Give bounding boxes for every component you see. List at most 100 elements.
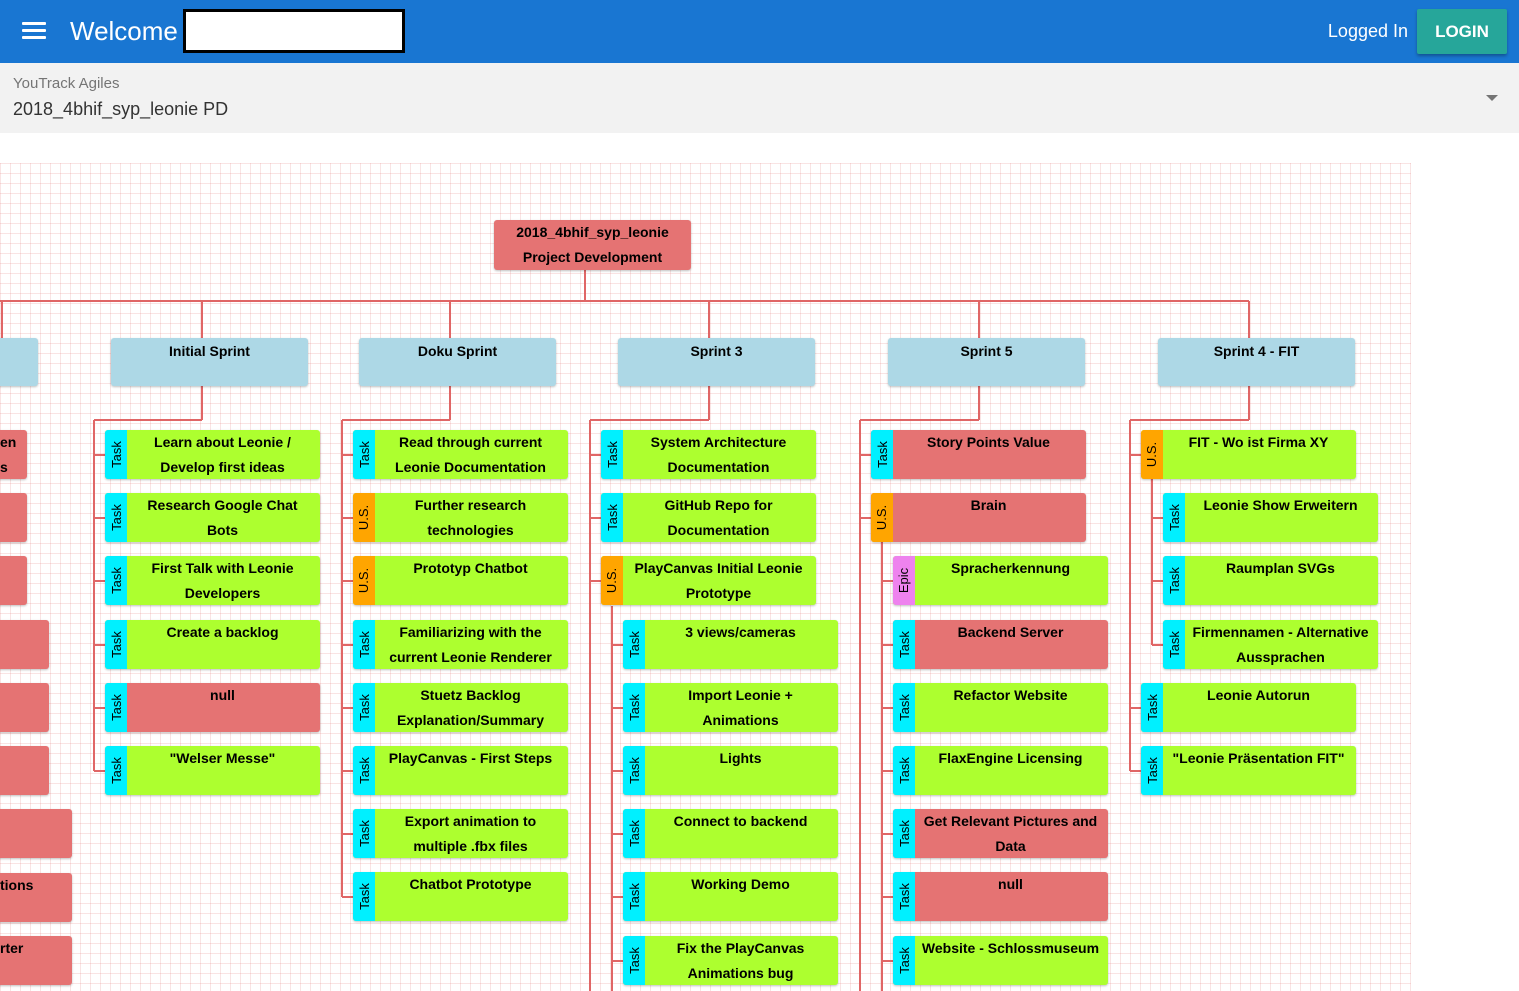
task-card[interactable]: Task"Leonie Präsentation FIT" — [1141, 746, 1356, 795]
issue-type-label: Task — [604, 441, 620, 468]
task-card[interactable]: U.S.Prototyp Chatbot — [353, 556, 568, 605]
task-card[interactable]: U.S.FIT - Wo ist Firma XY — [1141, 430, 1356, 479]
issue-type-label: Task — [626, 694, 642, 721]
app-bar: Welcome Logged In LOGIN — [0, 0, 1519, 63]
username-redaction-box — [183, 9, 405, 53]
task-card-partial[interactable] — [0, 809, 72, 858]
sprint-0[interactable]: Initial Sprint — [111, 338, 308, 386]
sprint-2[interactable]: Sprint 3 — [618, 338, 815, 386]
issue-type-badge: Task — [353, 746, 375, 795]
card-title: Chatbot Prototype — [409, 876, 532, 892]
card-title: Lights — [719, 750, 762, 766]
issue-type-label: U.S. — [874, 504, 890, 531]
task-card-partial[interactable] — [0, 683, 49, 732]
issue-type-badge: Task — [623, 620, 645, 669]
task-card[interactable]: U.S. Brain — [871, 493, 1086, 542]
issue-type-badge: Task — [893, 683, 915, 732]
task-card-partial[interactable] — [0, 493, 27, 542]
issue-type-label: U.S. — [604, 567, 620, 594]
sprint-4[interactable]: Sprint 4 - FIT — [1158, 338, 1355, 386]
issue-type-badge: Task — [1141, 683, 1163, 732]
task-card[interactable]: Task System Architecture Documentation — [601, 430, 816, 479]
card-title: null — [210, 687, 235, 703]
task-card[interactable]: Task"Welser Messe" — [105, 746, 320, 795]
root-node[interactable]: 2018_4bhif_syp_leonie Project Developmen… — [494, 220, 691, 270]
card-title: Connect to backend — [673, 813, 808, 829]
sprint-partial[interactable] — [0, 338, 38, 386]
issue-type-badge: Task — [353, 620, 375, 669]
task-card-partial[interactable] — [0, 746, 49, 795]
task-card[interactable]: Task Backend Server — [893, 620, 1108, 669]
issue-type-badge: Task — [1163, 493, 1185, 542]
issue-type-label: Task — [896, 757, 912, 784]
issue-type-badge: Task — [353, 683, 375, 732]
dropdown-arrow-icon[interactable] — [1486, 95, 1498, 101]
task-card-partial[interactable] — [0, 556, 27, 605]
issue-type-badge: Task — [353, 430, 375, 479]
issue-type-badge: Task — [1141, 746, 1163, 795]
card-title: Get Relevant Pictures and Data — [923, 813, 1098, 854]
project-select-label: YouTrack Agiles — [13, 75, 120, 92]
project-select-value[interactable]: 2018_4bhif_syp_leonie PD — [13, 99, 229, 119]
card-title: Backend Server — [957, 624, 1064, 640]
issue-type-label: Task — [356, 694, 372, 721]
card-title: "Welser Messe" — [169, 750, 276, 766]
issue-type-label: U.S. — [356, 504, 372, 531]
task-card[interactable]: U.S.Further research technologies — [353, 493, 568, 542]
issue-type-badge: Task — [893, 620, 915, 669]
issue-type-badge: Task — [601, 430, 623, 479]
login-button[interactable]: LOGIN — [1417, 9, 1507, 54]
card-title: GitHub Repo for Documentation — [664, 497, 773, 538]
card-title: Research Google Chat Bots — [147, 497, 298, 538]
sprint-3[interactable]: Sprint 5 — [888, 338, 1085, 386]
sprint-1[interactable]: Doku Sprint — [359, 338, 556, 386]
task-card-partial[interactable] — [0, 430, 27, 479]
task-card-partial[interactable] — [0, 873, 72, 922]
issue-type-badge: U.S. — [353, 493, 375, 542]
card-title: System Architecture Documentation — [650, 434, 787, 475]
card-title: Brain — [970, 497, 1007, 513]
task-card[interactable]: Task Leonie Autorun — [1141, 683, 1356, 732]
task-card-partial[interactable] — [0, 936, 72, 985]
issue-type-label: Task — [356, 441, 372, 468]
issue-type-label: Epic — [896, 567, 912, 594]
issue-type-badge: U.S. — [601, 556, 623, 605]
card-title: Leonie Autorun — [1207, 687, 1310, 703]
project-select[interactable]: YouTrack Agiles 2018_4bhif_syp_leonie PD — [0, 63, 1519, 133]
partial-card-text: en — [0, 434, 17, 450]
task-card-partial[interactable] — [0, 620, 49, 669]
hamburger-menu-icon[interactable] — [18, 17, 50, 45]
issue-type-label: Task — [1166, 504, 1182, 531]
issue-type-label: Task — [1166, 631, 1182, 658]
issue-type-badge: Task — [893, 746, 915, 795]
task-card[interactable]: U.S.PlayCanvas Initial Leonie Prototype — [601, 556, 816, 605]
